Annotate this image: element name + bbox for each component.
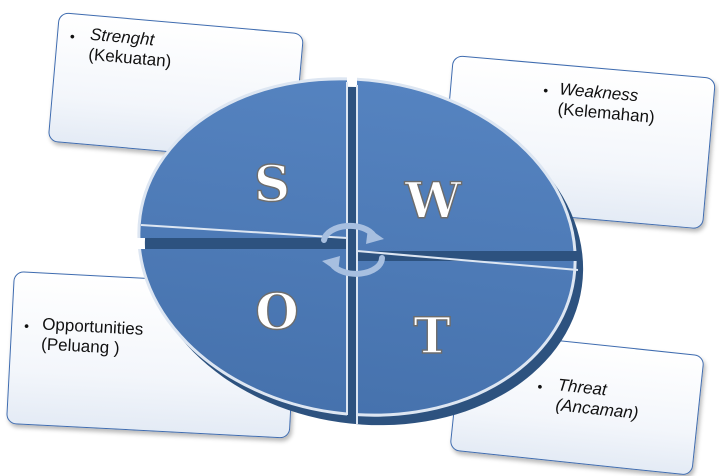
swot-wheel: S W O T	[137, 77, 584, 426]
letter-s: S	[254, 154, 290, 213]
quadrant-t	[357, 261, 577, 417]
divider-left	[140, 224, 348, 239]
swot-diagram: • Strenght (Kekuatan) • Weakness (Kelema…	[5, 12, 716, 476]
quadrant-s	[137, 77, 347, 238]
letter-t: T	[413, 306, 450, 365]
divider-right	[356, 250, 579, 271]
cycle-arrows-icon	[321, 222, 385, 277]
letter-w: W	[404, 171, 462, 230]
letter-o: O	[255, 282, 299, 341]
quadrant-o	[137, 249, 347, 417]
